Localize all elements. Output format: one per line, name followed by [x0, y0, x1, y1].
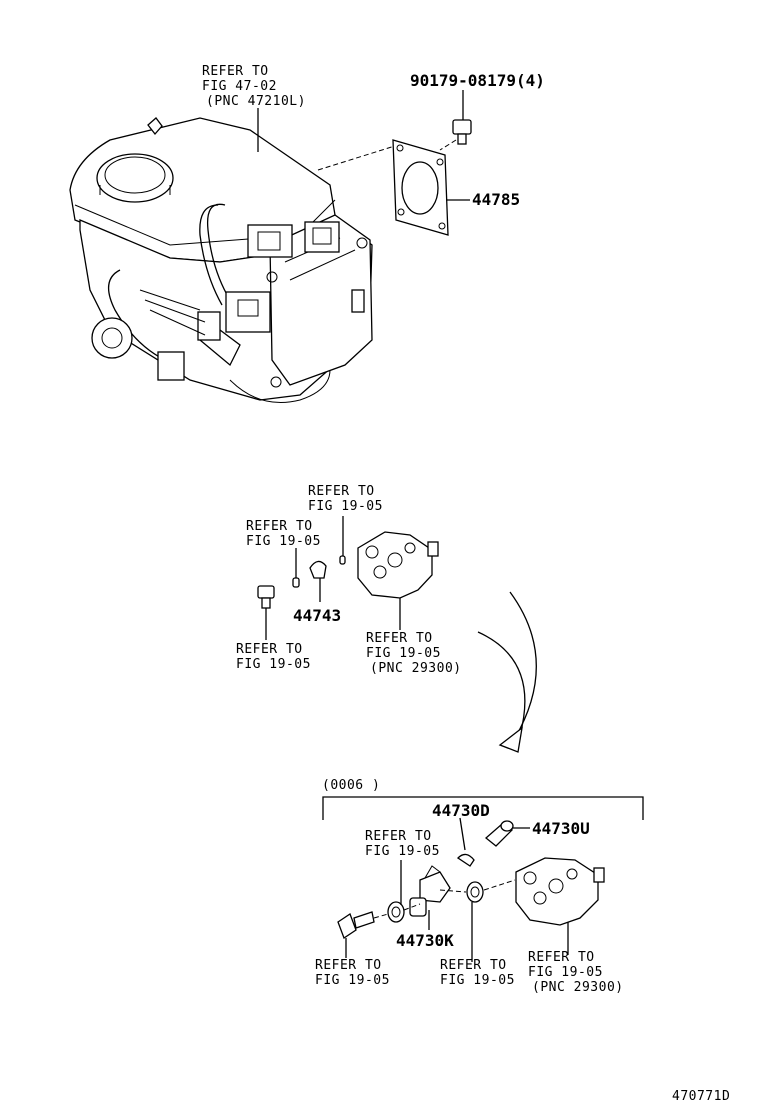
low-ref-a-line2: FIG 19-05: [365, 844, 440, 859]
top-ref-line1: REFER TO: [202, 64, 269, 79]
low-ref-a-line1: REFER TO: [365, 829, 432, 844]
gasket-plate: [392, 139, 470, 236]
bolt-part-number: 90179-08179(4): [410, 71, 545, 90]
low-ref-b-line1: REFER TO: [315, 958, 382, 973]
mid-ref-d-line1: REFER TO: [366, 631, 433, 646]
mid-ref-b-line2: FIG 19-05: [246, 534, 321, 549]
low-ref-d-line2: FIG 19-05: [528, 965, 603, 980]
kit-part-number: 44730D: [432, 801, 490, 820]
low-ref-c-line1: REFER TO: [440, 958, 507, 973]
bolt-icon: [439, 90, 472, 151]
oring-part-number: 44730K: [396, 931, 454, 950]
cap-part-number: 44730U: [532, 819, 590, 838]
top-ref-line3: (PNC 47210L): [206, 94, 306, 109]
low-ref-c-line2: FIG 19-05: [440, 973, 515, 988]
mid-ref-c-line2: FIG 19-05: [236, 657, 311, 672]
sensor-assembly: [257, 516, 439, 640]
mid-ref-a-line1: REFER TO: [308, 484, 375, 499]
kit-bracket: [322, 796, 644, 820]
mid-ref-a-line2: FIG 19-05: [308, 499, 383, 514]
gasket-part-number: 44785: [472, 190, 520, 209]
transition-arrow-icon: [477, 591, 537, 753]
figure-id: 470771D: [672, 1089, 730, 1104]
low-ref-d-line3: (PNC 29300): [532, 980, 624, 995]
mid-ref-d-line2: FIG 19-05: [366, 646, 441, 661]
brake-actuator-assembly: [69, 108, 399, 403]
sensor-part-number: 44743: [293, 606, 341, 625]
low-ref-b-line2: FIG 19-05: [315, 973, 390, 988]
top-ref-line2: FIG 47-02: [202, 79, 277, 94]
mid-ref-c-line1: REFER TO: [236, 642, 303, 657]
low-ref-d-line1: REFER TO: [528, 950, 595, 965]
kit-range: (0006 ): [322, 778, 380, 793]
mid-ref-b-line1: REFER TO: [246, 519, 313, 534]
kit-components: [337, 820, 605, 962]
mid-ref-d-line3: (PNC 29300): [370, 661, 462, 676]
